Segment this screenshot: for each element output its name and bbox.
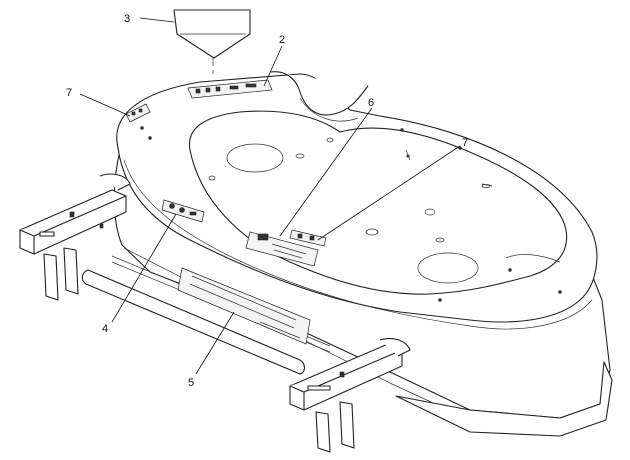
callout-label: 2 xyxy=(279,34,285,46)
decal-plate-icon xyxy=(289,229,327,247)
decal-strip-icon xyxy=(187,79,273,99)
callout-label: 3 xyxy=(124,13,130,25)
decal-plate-icon xyxy=(245,231,319,267)
decal-plate-icon xyxy=(125,103,151,123)
left-bracket xyxy=(19,173,131,301)
callout-label: 7 xyxy=(462,137,468,149)
callout-label: 7 xyxy=(66,87,72,99)
leader-lines xyxy=(79,17,461,375)
right-bracket xyxy=(289,337,411,453)
decal-triangle-icon xyxy=(173,9,251,74)
brand-plate-icon xyxy=(177,267,311,345)
decal-plate-icon xyxy=(161,199,205,223)
callout-label: 4 xyxy=(102,323,108,335)
callout-label: 5 xyxy=(188,377,194,389)
callout-label: 6 xyxy=(368,97,374,109)
